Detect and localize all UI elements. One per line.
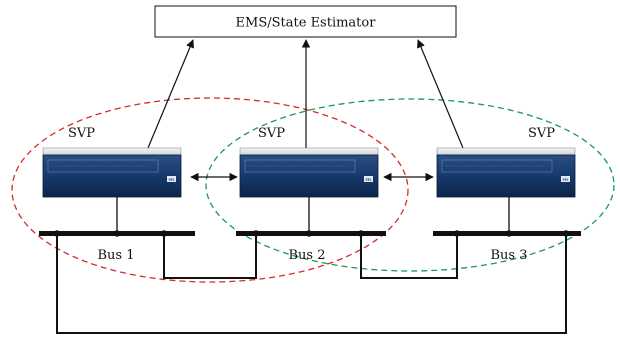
bus-label-2: Bus 2 — [288, 248, 325, 263]
device-badge: SEL — [562, 178, 568, 182]
line-bus1-bus3 — [56, 236, 567, 334]
bus-label-3: Bus 3 — [490, 248, 527, 263]
sel-logo-icon — [561, 176, 570, 182]
red-observability-zone — [11, 97, 409, 283]
svp-label-3: SVP — [528, 126, 555, 141]
line-bus2-bus3 — [360, 236, 458, 279]
sel-logo-icon — [167, 176, 176, 182]
bus-nodes — [53, 230, 570, 237]
svp-label-2: SVP — [258, 126, 285, 141]
ems-box-label: EMS/State Estimator — [236, 16, 377, 31]
svp-device-1: SEL — [42, 147, 182, 198]
line-bus1-bus2 — [163, 236, 257, 279]
svp-device-2: SEL — [239, 147, 379, 198]
svp-device-3: SEL — [436, 147, 576, 198]
green-observability-zone — [205, 98, 615, 272]
device-badge: SEL — [365, 178, 371, 182]
arrow-svp1-to-ems — [147, 39, 194, 149]
ems-state-estimator-box: EMS/State Estimator — [154, 5, 457, 38]
sel-logo-icon — [364, 176, 373, 182]
bus-label-1: Bus 1 — [97, 248, 134, 263]
arrow-svp3-to-ems — [417, 39, 464, 149]
device-badge: SEL — [168, 178, 174, 182]
svp-label-1: SVP — [68, 126, 95, 141]
